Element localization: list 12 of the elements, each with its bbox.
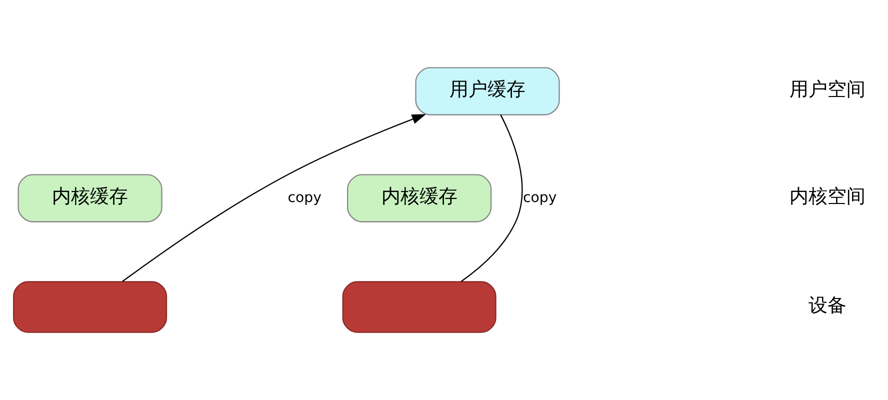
node-box bbox=[342, 281, 496, 333]
arrow bbox=[122, 114, 426, 282]
node-box: 用户缓存 bbox=[415, 67, 560, 116]
connector bbox=[460, 114, 523, 282]
edge-label: copy bbox=[288, 190, 322, 206]
node-box: 内核缓存 bbox=[346, 174, 492, 222]
node-box bbox=[13, 281, 168, 333]
edge-label: copy bbox=[522, 190, 557, 206]
label: 内核空间 bbox=[789, 186, 866, 208]
label: 设备 bbox=[808, 295, 846, 316]
label: 用户空间 bbox=[789, 80, 866, 101]
node-box: 内核缓存 bbox=[18, 174, 162, 222]
